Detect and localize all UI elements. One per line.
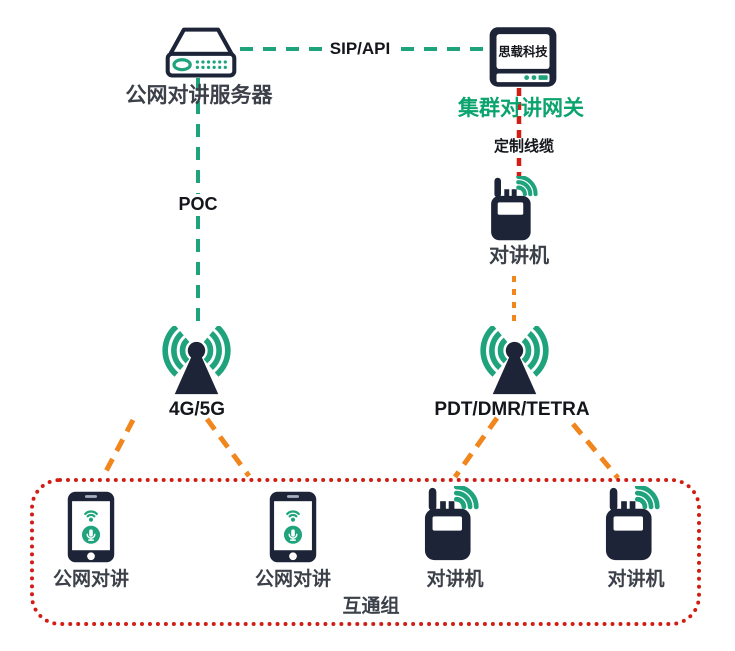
interop-group-label: 互通组 [342, 596, 400, 617]
signal-waves-icon [453, 486, 479, 510]
gateway-label: 集群对讲网关 [458, 97, 584, 120]
signal-waves-icon [516, 176, 538, 197]
wifi-icon [286, 510, 300, 518]
signal-waves-icon [634, 486, 660, 510]
public-antenna-label: 4G/5G [169, 399, 225, 420]
group-member-label: 公网对讲 [254, 569, 332, 590]
group-member-label: 对讲机 [607, 569, 665, 590]
smartphone-icon [269, 491, 317, 563]
public-antenna-link-left [100, 418, 136, 479]
walkie-talkie-icon [605, 486, 660, 561]
interop-group-box [30, 478, 701, 626]
public-antenna-link-right [204, 417, 252, 478]
walkie-talkie-icon [491, 176, 538, 241]
server-icon [165, 27, 237, 78]
wifi-icon [84, 510, 98, 518]
walkie-talkie-icon [424, 486, 479, 561]
antenna-icon-public [162, 326, 231, 395]
trunking-antenna-link-left [452, 416, 500, 479]
group-member-label: 对讲机 [426, 569, 484, 590]
mic-icon [81, 525, 101, 544]
gateway-indicator-lights [524, 75, 548, 80]
smartphone-icon [67, 491, 115, 563]
group-member-label: 公网对讲 [52, 569, 130, 590]
antenna-waves [480, 326, 549, 377]
custom-cable-label: 定制线缆 [489, 138, 559, 156]
trunking-antenna-label: PDT/DMR/TETRA [434, 399, 590, 420]
gateway-screen-text: 思载科技 [498, 44, 548, 59]
server-port-dots [195, 60, 227, 70]
server-label: 公网对讲服务器 [125, 84, 273, 107]
trunking-radio-label: 对讲机 [489, 245, 549, 267]
antenna-waves [162, 326, 231, 377]
mic-icon [283, 525, 303, 544]
antenna-icon-trunking [480, 326, 549, 395]
sip-api-label: SIP/API [325, 39, 395, 59]
poc-label: POC [174, 194, 222, 215]
gateway-icon: 思载科技 [489, 27, 557, 87]
trunking-antenna-link-right [571, 422, 620, 480]
